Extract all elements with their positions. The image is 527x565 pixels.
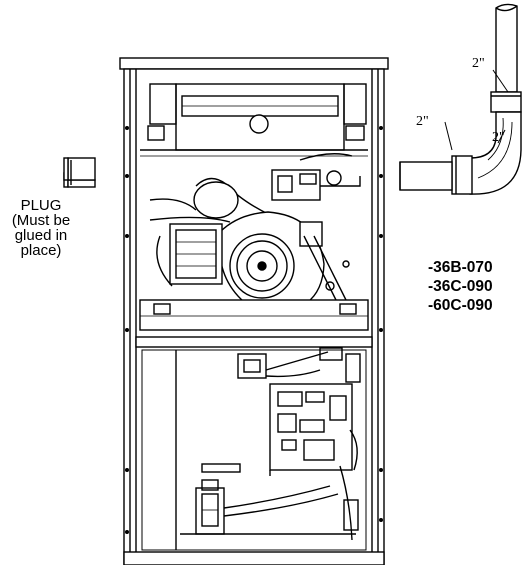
dimension-elbow: 2" [492,130,505,145]
plug-label-line: place) [20,242,62,259]
model-number: -36B-070 [428,259,493,276]
vent-pipe-elbow [399,3,522,195]
model-number-list: -36B-070 -36C-090 -60C-090 [428,258,493,315]
dimension-vertical-pipe: 2" [472,56,485,71]
plug-icon [63,157,96,188]
plug-label-line: PLUG [20,197,62,214]
inducer-blower [139,181,369,331]
heat-exchanger [140,83,368,157]
plug-label-line: glued in [14,227,68,244]
model-number: -60C-090 [428,297,493,314]
plug-label-line: (Must be [11,212,71,229]
dimension-horizontal-pipe: 2" [416,114,429,129]
gas-valve [195,153,361,215]
plug-label: PLUG (Must be glued in place) [2,198,80,258]
model-number: -36C-090 [428,278,493,295]
lower-compartment [141,347,367,551]
